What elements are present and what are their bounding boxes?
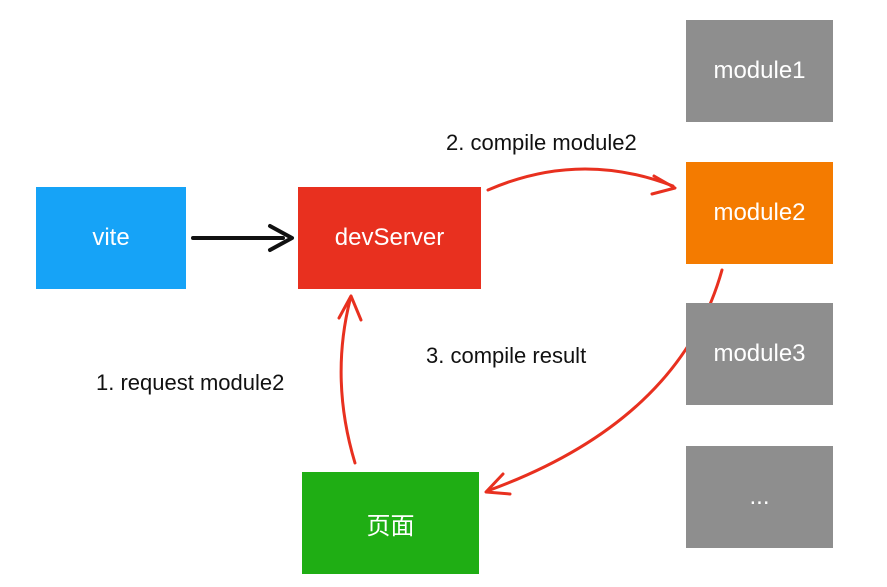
arrow-compile-module2 [486,167,677,196]
node-devserver: devServer [298,187,481,289]
node-module2-label: module2 [713,199,806,226]
edge-label-compile-result: 3. compile result [426,343,587,368]
node-module1: module1 [686,20,833,122]
node-module1-label: module1 [713,57,806,84]
node-module3-label: module3 [713,340,806,367]
edge-label-compile-module2: 2. compile module2 [446,130,637,155]
node-vite: vite [36,187,186,289]
node-module-more-label: ... [749,483,770,510]
node-vite-label: vite [92,224,130,251]
node-page: 页面 [302,472,479,574]
node-module-more: ... [686,446,833,548]
node-page-label: 页面 [366,512,415,540]
node-module3: module3 [686,303,833,405]
arrow-vite-to-devserver [191,224,294,252]
node-devserver-label: devServer [334,224,445,251]
edge-label-request-module2: 1. request module2 [96,370,285,395]
arrow-request-module2 [337,294,363,465]
node-module2: module2 [686,162,833,264]
